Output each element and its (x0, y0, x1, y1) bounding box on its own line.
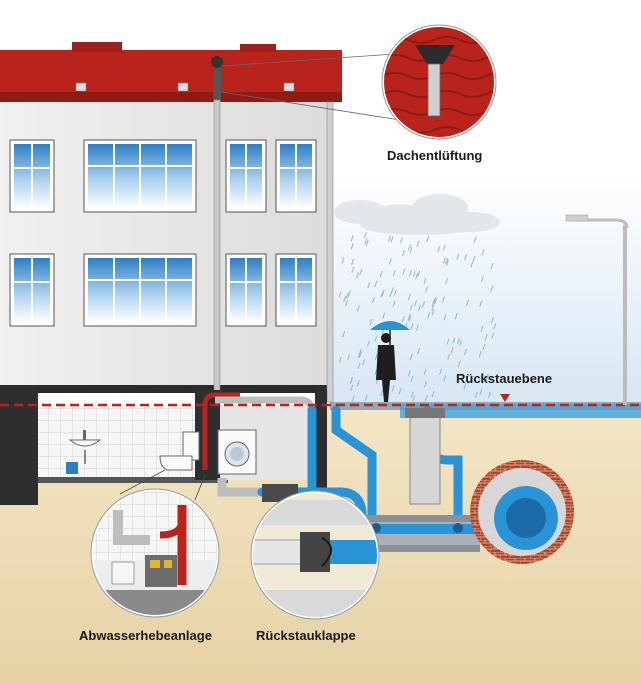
roof-vent-slot (178, 83, 188, 91)
lifting-station-label: Abwasserhebeanlage (79, 628, 212, 643)
window (276, 140, 316, 212)
roof-vent-detail (382, 25, 512, 139)
chimney-right (240, 44, 276, 52)
main-sewer-depth (506, 498, 546, 538)
window (226, 254, 266, 326)
window (10, 254, 54, 326)
window (84, 254, 196, 326)
vent-stack (214, 100, 220, 400)
washing-machine-icon (218, 430, 256, 474)
window (10, 140, 54, 212)
rain-downpipe (327, 102, 333, 402)
sewer-joint (453, 523, 463, 533)
roof-vent-icon (211, 56, 223, 68)
basement-wall-left (0, 385, 38, 505)
backflow-level-label: Rückstauebene (456, 371, 552, 386)
facade-plinth (0, 385, 330, 393)
roof-vent-label: Dachentlüftung (387, 148, 482, 163)
roof-edge (0, 92, 342, 102)
window (226, 140, 266, 212)
inspection-shaft (410, 412, 440, 504)
backflow-flap-label: Rückstauklappe (256, 628, 356, 643)
window (276, 254, 316, 326)
bucket (66, 462, 78, 474)
chimney-left (72, 42, 122, 52)
shaft-cover (405, 408, 445, 418)
window (84, 140, 196, 212)
roof-vent-slot (76, 83, 86, 91)
roof-vent-slot (284, 83, 294, 91)
